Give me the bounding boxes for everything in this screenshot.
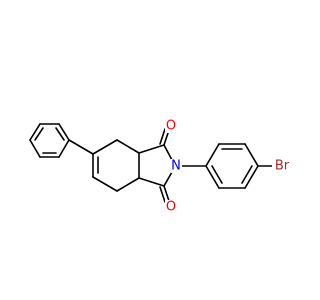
bond-double-inner bbox=[55, 127, 65, 141]
phenyl-ring bbox=[29, 123, 70, 158]
atom-label-br: Br bbox=[275, 159, 290, 174]
carbonyl-bond bbox=[159, 186, 166, 203]
bond bbox=[68, 139, 94, 155]
bond bbox=[92, 176, 118, 192]
carbonyl-bond bbox=[163, 185, 170, 202]
bond bbox=[205, 143, 220, 167]
bond-double-inner bbox=[241, 165, 253, 184]
atom-o-bottom: O bbox=[165, 200, 177, 215]
atom-n: N bbox=[171, 159, 182, 174]
bond bbox=[138, 177, 165, 187]
bond bbox=[58, 139, 70, 158]
bond bbox=[58, 123, 70, 141]
bond bbox=[244, 165, 259, 189]
bond bbox=[138, 144, 165, 154]
carbonyl-bond bbox=[159, 128, 166, 145]
bond-double-inner bbox=[211, 165, 223, 184]
atom-label-n: N bbox=[171, 159, 181, 174]
molecule-structure: O O N Br bbox=[29, 118, 292, 215]
bond bbox=[29, 139, 41, 158]
bromophenyl-ring bbox=[205, 143, 259, 189]
bond bbox=[163, 171, 173, 187]
atom-o-top: O bbox=[165, 119, 177, 134]
bond-double-inner bbox=[34, 127, 44, 141]
imide-ring bbox=[138, 128, 173, 203]
bond bbox=[29, 123, 41, 141]
atom-br: Br bbox=[272, 159, 292, 174]
bond bbox=[92, 139, 118, 155]
bond bbox=[116, 177, 140, 192]
cyclohexene-ring bbox=[92, 139, 140, 192]
bond bbox=[205, 165, 220, 189]
bond bbox=[116, 139, 140, 154]
atom-label-o-top: O bbox=[166, 119, 176, 134]
bond bbox=[244, 143, 259, 167]
atom-label-o-bottom: O bbox=[166, 200, 176, 215]
bond bbox=[163, 144, 173, 161]
